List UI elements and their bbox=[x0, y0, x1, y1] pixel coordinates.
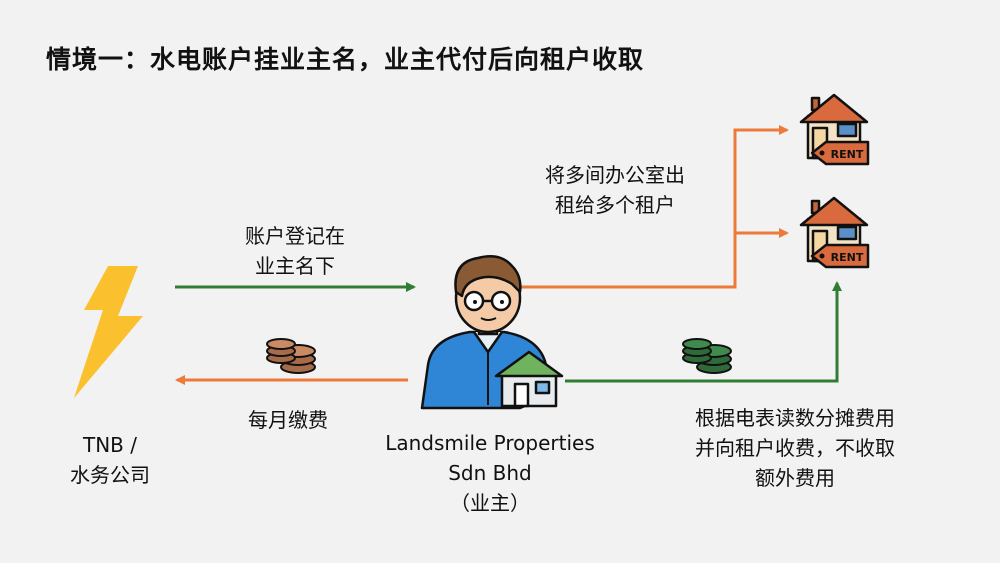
rental-house-icon: RENT bbox=[799, 196, 870, 269]
coin-stack-green-icon bbox=[682, 338, 732, 374]
utility-provider-label: TNB / 水务公司 bbox=[50, 430, 170, 490]
label-line: 账户登记在 bbox=[245, 224, 345, 248]
label-line: Landsmile Properties bbox=[385, 431, 595, 455]
lightning-icon bbox=[74, 266, 143, 398]
owner-label: Landsmile Properties Sdn Bhd （业主） bbox=[350, 428, 630, 518]
label-line: 业主名下 bbox=[255, 254, 335, 278]
monthly-fee-label: 每月缴费 bbox=[248, 408, 328, 432]
arrow-tenant-billing bbox=[565, 281, 842, 383]
label-line: TNB / bbox=[83, 433, 137, 457]
label-line: 并向租户收费，不收取 bbox=[695, 436, 895, 460]
label-line: Sdn Bhd bbox=[448, 461, 532, 485]
label-line: 水务公司 bbox=[70, 463, 150, 487]
account-registration-label: 账户登记在 业主名下 bbox=[210, 221, 380, 281]
rental-house-icon: RENT bbox=[799, 93, 870, 166]
coin-stack-brown-icon bbox=[266, 338, 316, 374]
arrow-rent-out-offices bbox=[520, 125, 789, 289]
label-line: （业主） bbox=[450, 491, 530, 515]
rent-sign-label: RENT bbox=[831, 148, 864, 161]
rent-out-label: 将多间办公室出 租给多个租户 bbox=[510, 160, 720, 220]
owner-house-icon bbox=[494, 350, 564, 408]
label-line: 额外费用 bbox=[755, 466, 835, 490]
label-line: 根据电表读数分摊费用 bbox=[695, 406, 895, 430]
label-line: 租给多个租户 bbox=[555, 193, 675, 217]
rent-sign-label: RENT bbox=[831, 251, 864, 264]
tenant-billing-label: 根据电表读数分摊费用 并向租户收费，不收取 额外费用 bbox=[650, 403, 940, 493]
page-title: 情境一：水电账户挂业主名，业主代付后向租户收取 bbox=[46, 45, 645, 74]
label-line: 将多间办公室出 bbox=[545, 163, 685, 187]
